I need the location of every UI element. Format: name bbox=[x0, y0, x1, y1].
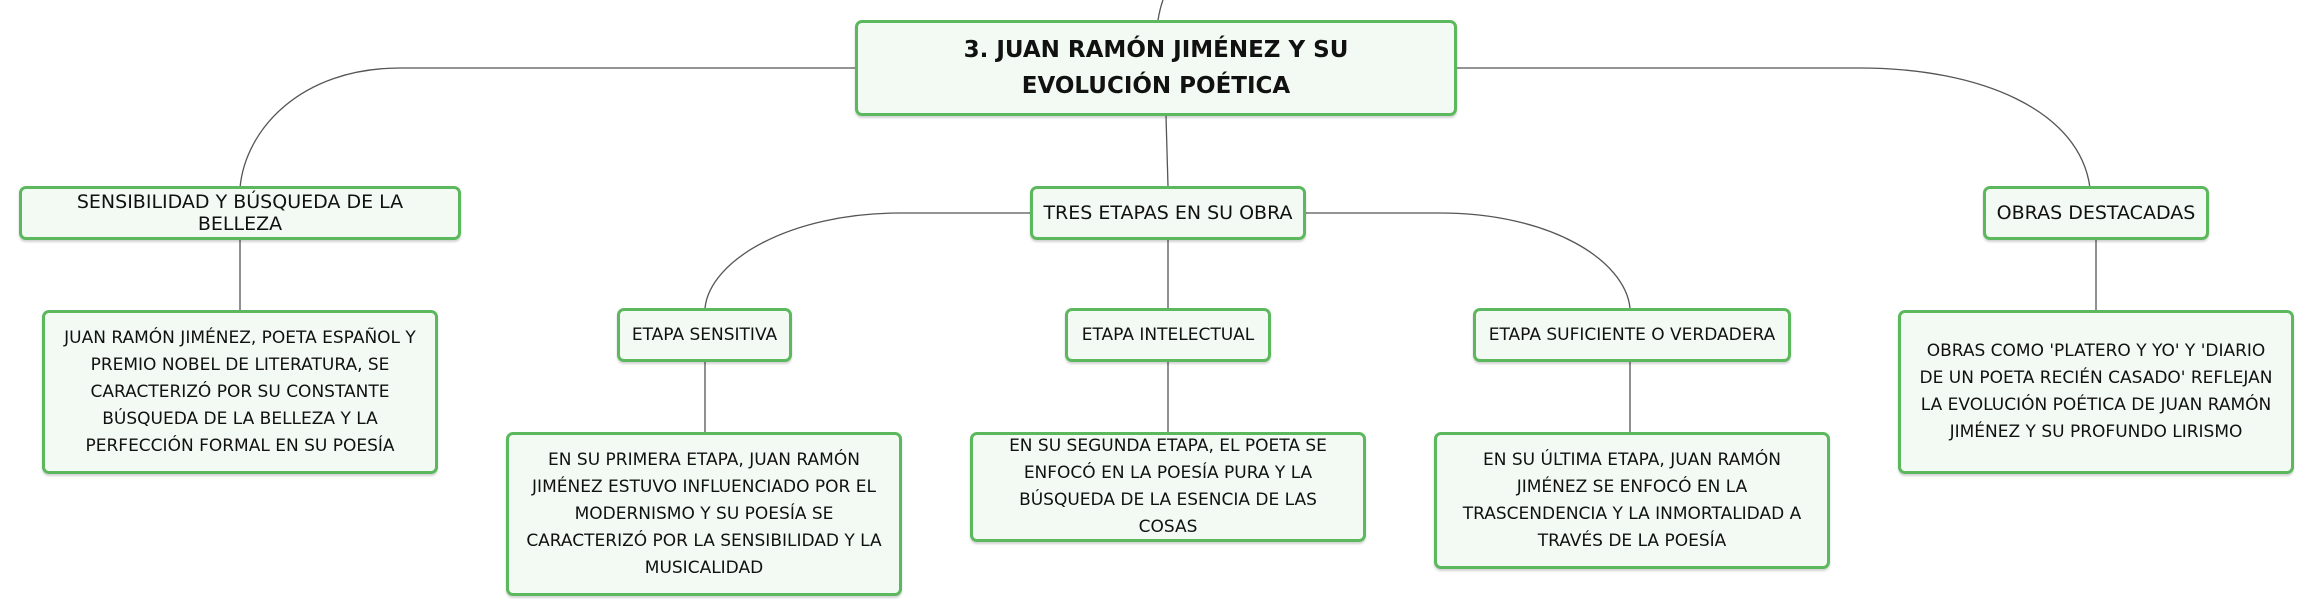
subtopic-etapa-sensitiva-label: ETAPA SENSITIVA bbox=[631, 325, 778, 345]
topic-etapas-label: TRES ETAPAS EN SU OBRA bbox=[1043, 202, 1293, 224]
topic-obras[interactable]: OBRAS DESTACADAS bbox=[1983, 186, 2209, 240]
detail-etapa-intelectual-text: EN SU SEGUNDA ETAPA, EL POETA SE ENFOCÓ … bbox=[1009, 436, 1327, 537]
central-topic-text: 3. JUAN RAMÓN JIMÉNEZ Y SU EVOLUCIÓN POÉ… bbox=[963, 37, 1349, 99]
detail-etapa-suficiente[interactable]: EN SU ÚLTIMA ETAPA, JUAN RAMÓN JIMÉNEZ S… bbox=[1434, 432, 1830, 569]
detail-etapa-sensitiva[interactable]: EN SU PRIMERA ETAPA, JUAN RAMÓN JIMÉNEZ … bbox=[506, 432, 902, 596]
detail-etapa-suficiente-text: EN SU ÚLTIMA ETAPA, JUAN RAMÓN JIMÉNEZ S… bbox=[1462, 449, 1802, 551]
topic-obras-label: OBRAS DESTACADAS bbox=[1996, 202, 2196, 224]
central-topic[interactable]: 3. JUAN RAMÓN JIMÉNEZ Y SU EVOLUCIÓN POÉ… bbox=[855, 20, 1457, 116]
detail-etapa-intelectual[interactable]: EN SU SEGUNDA ETAPA, EL POETA SE ENFOCÓ … bbox=[970, 432, 1366, 542]
connector-root-to-sensibilidad bbox=[239, 67, 855, 189]
subtopic-etapa-suficiente-label: ETAPA SUFICIENTE O VERDADERA bbox=[1488, 325, 1776, 345]
detail-sensibilidad[interactable]: JUAN RAMÓN JIMÉNEZ, POETA ESPAÑOL Y PREM… bbox=[42, 310, 438, 474]
subtopic-etapa-intelectual-label: ETAPA INTELECTUAL bbox=[1081, 325, 1255, 345]
subtopic-etapa-sensitiva[interactable]: ETAPA SENSITIVA bbox=[617, 308, 792, 362]
connector-root-to-etapas bbox=[1165, 115, 1169, 187]
detail-etapa-sensitiva-text: EN SU PRIMERA ETAPA, JUAN RAMÓN JIMÉNEZ … bbox=[526, 449, 882, 578]
connector-parent-to-root bbox=[1157, 0, 1164, 21]
subtopic-etapa-suficiente[interactable]: ETAPA SUFICIENTE O VERDADERA bbox=[1473, 308, 1791, 362]
topic-sensibilidad-label: SENSIBILIDAD Y BÚSQUEDA DE LA BELLEZA bbox=[76, 191, 404, 235]
topic-etapas[interactable]: TRES ETAPAS EN SU OBRA bbox=[1030, 186, 1306, 240]
detail-sensibilidad-text: JUAN RAMÓN JIMÉNEZ, POETA ESPAÑOL Y PREM… bbox=[64, 327, 416, 456]
detail-obras-text: OBRAS COMO 'PLATERO Y YO' Y 'DIARIO DE U… bbox=[1919, 341, 2273, 442]
connector-root-to-obras bbox=[1456, 67, 2091, 189]
detail-obras[interactable]: OBRAS COMO 'PLATERO Y YO' Y 'DIARIO DE U… bbox=[1898, 310, 2294, 474]
connector-etapas-to-suficiente bbox=[1305, 212, 1631, 309]
connector-etapas-to-sensitiva bbox=[704, 212, 1030, 309]
topic-sensibilidad[interactable]: SENSIBILIDAD Y BÚSQUEDA DE LA BELLEZA bbox=[19, 186, 461, 240]
subtopic-etapa-intelectual[interactable]: ETAPA INTELECTUAL bbox=[1065, 308, 1271, 362]
